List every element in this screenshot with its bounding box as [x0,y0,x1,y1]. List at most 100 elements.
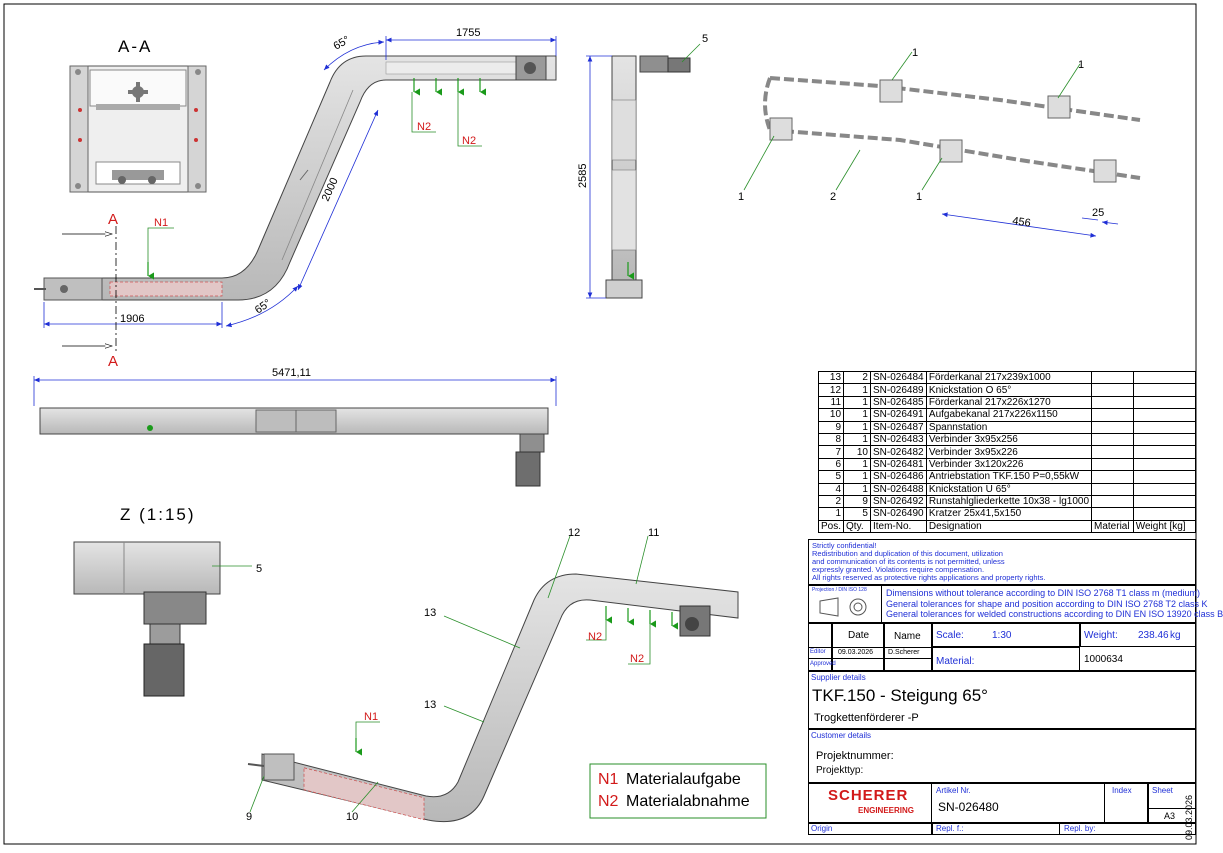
weight-value: 238.46 [1138,630,1169,641]
bom-cell-weight [1132,482,1197,496]
bom-cell-pos: 8 [817,432,845,447]
bom-cell-weight [1132,432,1197,447]
detail-label: Z (1:15) [120,505,196,524]
callout-5-front: 5 [702,33,708,45]
bom-cell-material [1091,370,1134,385]
bom-cell-pos: 11 [817,395,845,410]
tolerance-line-3: General tolerances for welded constructi… [886,609,1223,619]
bom-cell-weight [1132,370,1197,385]
isometric-view: N2 N2 N1 12 11 13 13 9 10 [246,527,739,823]
bom-cell-material [1091,494,1134,509]
callout-13-a: 13 [424,607,436,619]
bom-cell-item: SN-026488 [869,482,927,496]
bom-cell-pos: 10 [817,408,845,422]
weight-unit: kg [1170,630,1181,641]
bom-cell-item: SN-026485 [869,395,927,410]
projection-label: Projection / DIN ISO 128 [812,587,867,593]
confidential-line-2: and communication of its contents is not… [812,557,1005,566]
bom-cell-weight [1132,470,1197,484]
bom-cell-material [1091,420,1134,434]
scale-value: 1:30 [992,630,1012,641]
bom-cell-material [1091,482,1134,496]
callout-1-d: 1 [916,191,922,203]
material-header: Material: [936,656,975,667]
bom-cell-pos: 5 [817,470,845,484]
bom-cell-designation: Spannstation [925,420,1093,434]
bom-cell-item: SN-026489 [869,383,927,397]
bom-header-material: Material [1091,519,1134,534]
callout-2: 2 [830,191,836,203]
bom-cell-item: SN-026487 [869,420,927,434]
bom-cell-pos: 12 [817,383,845,397]
date-header: Date [848,630,870,641]
bom-cell-qty: 2 [843,370,871,385]
bom-cell-qty: 1 [843,420,871,434]
legend: N1 Materialaufgabe N2 Materialabnahme [589,763,767,819]
bom-cell-pos: 1 [817,507,845,521]
bom-cell-material [1091,470,1134,484]
approved-header: Approved [810,661,836,667]
bom-cell-weight [1132,395,1197,410]
bom-cell-designation: Knickstation U 65° [925,482,1093,496]
legend-n2-code: N2 [598,793,619,810]
callout-5-detail: 5 [256,563,262,575]
confidential-notice: Strictly confidential! Redistribution an… [812,542,1045,582]
bom-cell-material [1091,457,1134,472]
bom-cell-qty: 1 [843,408,871,422]
scale-header: Scale: [936,630,964,641]
bom-header-pos: Pos. [817,519,845,534]
bom-cell-item: SN-026483 [869,432,927,447]
weight-header: Weight: [1084,630,1118,641]
iso-n1-label: N1 [364,711,378,723]
bom-cell-qty: 1 [843,470,871,484]
company-logo: SCHERER [828,787,909,804]
bom-cell-pos: 13 [817,370,845,385]
callout-12: 12 [568,527,580,539]
n2-label-b: N2 [462,135,476,147]
confidential-line-1: Redistribution and duplication of this d… [812,549,1003,558]
section-label: A-A [118,37,152,56]
projection-symbol [819,597,867,617]
bom-cell-qty: 10 [843,445,871,459]
sheet-header: Sheet [1152,786,1173,795]
legend-n1-code: N1 [598,771,619,788]
bom-cell-pos: 6 [817,457,845,472]
bom-cell-material [1091,445,1134,459]
bom-cell-item: SN-026481 [869,457,927,472]
n1-label: N1 [154,217,168,229]
bom-cell-designation: Runstahlgliederkette 10x38 - lg1000 [925,494,1093,509]
tolerance-line-2: General tolerances for shape and positio… [886,598,1208,609]
repl-by-header: Repl. by: [1064,824,1096,833]
side-view-conveyor: N2 N2 N1 1755 65° 2000 1906 65° A A [34,27,557,370]
bom-cell-weight [1132,408,1197,422]
bom-cell-material [1091,408,1134,422]
bom-cell-designation: Verbinder 3x120x226 [925,457,1093,472]
bom-cell-designation: Verbinder 3x95x226 [925,445,1093,459]
sheet-value: A3 [1164,811,1176,821]
bom-cell-weight [1132,507,1197,521]
bom-cell-material [1091,432,1134,447]
name-header: Name [894,631,921,642]
bom-cell-qty: 1 [843,457,871,472]
bom-cell-qty: 9 [843,494,871,509]
bom-cell-weight [1132,457,1197,472]
dim-bottom-length: 1906 [120,313,144,325]
section-view-a-a: A-A [69,37,207,193]
supplier-header: Supplier details [811,673,866,682]
tolerance-line-1: Dimensions without tolerance according t… [886,588,1200,598]
bom-cell-weight [1132,445,1197,459]
dim-top-length: 1755 [456,27,480,39]
callout-13-b: 13 [424,699,436,711]
callout-11: 11 [648,527,659,539]
bom-cell-item: SN-026486 [869,470,927,484]
bom-cell-qty: 1 [843,383,871,397]
bom-cell-pos: 7 [817,445,845,459]
artikel-value: SN-026480 [938,800,999,814]
bom-cell-pos: 9 [817,420,845,434]
dim-chain-pitch: 456 [1012,215,1032,229]
drawing-sheet: A-A [3,3,1223,845]
